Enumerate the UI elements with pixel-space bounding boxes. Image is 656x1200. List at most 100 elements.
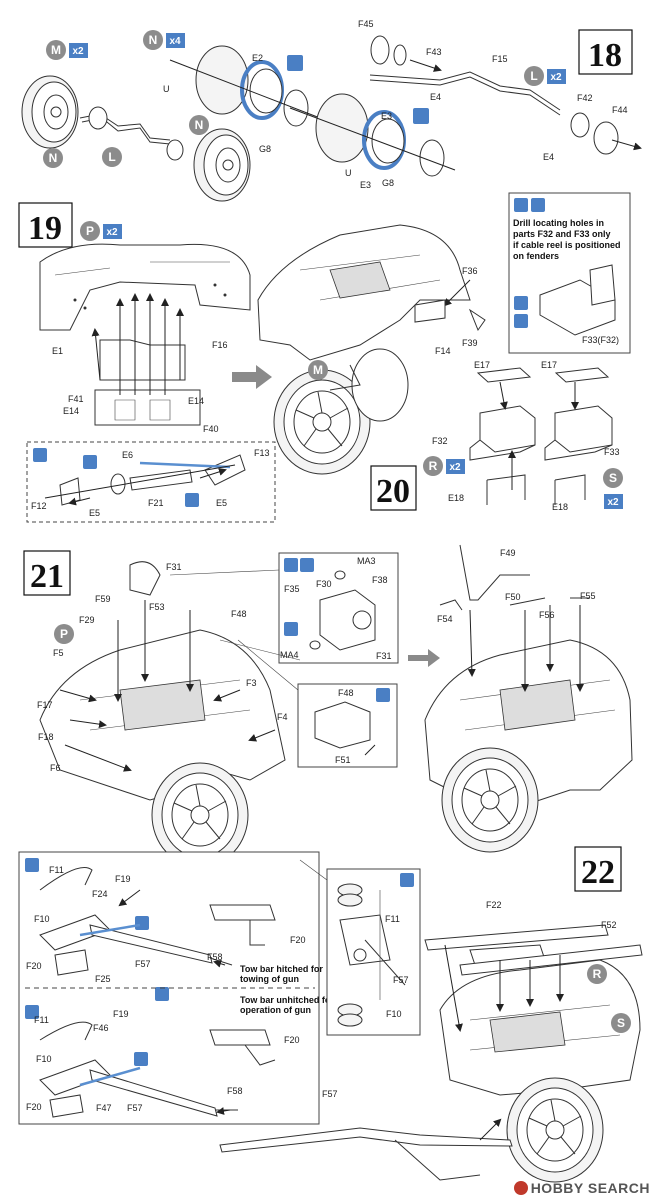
badge-n-left-letter: N: [49, 151, 58, 165]
label-f32: F32: [432, 436, 448, 446]
qty-x4-text: x4: [169, 36, 181, 47]
detail-box-f48: [297, 683, 398, 768]
label-f19: F19: [115, 874, 131, 884]
label-f42: F42: [577, 93, 593, 103]
label-f33: F33: [604, 447, 620, 457]
label-f17: F17: [37, 700, 53, 710]
label-e3: E3: [381, 111, 392, 121]
label-g8: G8: [382, 178, 394, 188]
badge-r-letter: R: [429, 459, 438, 473]
glue-icon: [134, 1052, 148, 1066]
step-19-number: 19: [28, 210, 62, 247]
step-18-box: [578, 29, 633, 75]
label-f20: F20: [290, 935, 306, 945]
drill-note-line4: on fenders: [513, 251, 559, 261]
label-f53: F53: [149, 602, 165, 612]
hobby-search-logo-icon: [513, 1181, 528, 1195]
label-f43: F43: [426, 47, 442, 57]
paint-drop-icon: [284, 622, 298, 636]
paint-brush-icon: [25, 1005, 39, 1019]
drill-icon: [514, 296, 528, 310]
label-f57: F57: [127, 1103, 143, 1113]
badge-p: [80, 221, 100, 241]
detail-box-f21: [26, 441, 276, 523]
label-f55: F55: [580, 591, 596, 601]
label-f4: F4: [277, 712, 288, 722]
label-f56: F56: [539, 610, 555, 620]
badge-r-step22-letter: R: [593, 967, 602, 981]
label-f35: F35: [284, 584, 300, 594]
carriage-exploded: [39, 561, 286, 868]
badge-l-right-letter: L: [530, 69, 537, 83]
step-20-box: [370, 465, 417, 511]
paint-drop-icon: [300, 558, 314, 572]
step-21-number: 21: [30, 558, 64, 595]
label-e14: E14: [188, 396, 204, 406]
drill-icon: [531, 198, 545, 212]
label-f41: F41: [68, 394, 84, 404]
label-u: U: [345, 168, 352, 178]
badge-m-letter: M: [51, 43, 61, 57]
label-f29: F29: [79, 615, 95, 625]
label-f5: F5: [53, 648, 64, 658]
label-ma3: MA3: [357, 556, 376, 566]
label-e14: E14: [63, 406, 79, 416]
label-f58: F58: [227, 1086, 243, 1096]
badge-n-top-letter: N: [149, 33, 158, 47]
badge-s-step22-letter: S: [617, 1016, 625, 1030]
paint-brush-icon: [284, 558, 298, 572]
step-21-box: [23, 550, 71, 596]
tow-unhitched-line1: Tow bar unhitched for: [240, 995, 334, 1005]
label-e18: E18: [448, 493, 464, 503]
label-f21: F21: [148, 498, 164, 508]
label-f10: F10: [386, 1009, 402, 1019]
label-e17: E17: [541, 360, 557, 370]
label-f57: F57: [135, 959, 151, 969]
label-f11: F11: [385, 914, 400, 924]
qty-x2-r: [446, 459, 465, 474]
tow-unhitched-line2: operation of gun: [240, 1005, 311, 1015]
paint-brush-icon: [514, 198, 528, 212]
label-e4: E4: [430, 92, 441, 102]
label-f20: F20: [284, 1035, 300, 1045]
glue-icon: [83, 455, 97, 469]
label-f45: F45: [358, 19, 374, 29]
paint-brush-icon: [33, 448, 47, 462]
label-f39: F39: [462, 338, 478, 348]
label-f15: F15: [492, 54, 508, 64]
label-f6: F6: [50, 763, 61, 773]
label-ma4: MA4: [280, 650, 299, 660]
detail-box-center: [326, 868, 421, 1036]
label-f44: F44: [612, 105, 628, 115]
label-f10: F10: [36, 1054, 52, 1064]
label-f24: F24: [92, 889, 108, 899]
paint-brush-icon: [25, 858, 39, 872]
label-f13: F13: [254, 448, 270, 458]
step-20: Drill locating holes in parts F32 and F3…: [370, 192, 631, 512]
label-f49: F49: [500, 548, 516, 558]
label-f3: F3: [246, 678, 257, 688]
label-f20: F20: [26, 961, 42, 971]
step-18: 18 M x2 N x4 N L N: [21, 19, 642, 202]
badge-p-step21-letter: P: [60, 627, 68, 641]
watermark-text: HOBBY SEARCH: [530, 1180, 650, 1196]
label-e3: E3: [360, 180, 371, 190]
carriage-assembled: [424, 544, 633, 853]
label-f59: F59: [95, 594, 111, 604]
drill-icon: [155, 987, 169, 1001]
label-g8: G8: [259, 144, 271, 154]
glue-icon: [287, 55, 303, 71]
drill-note-line2: parts F32 and F33 only: [513, 229, 611, 239]
label-f11: F11: [34, 1015, 49, 1025]
label-e5: E5: [216, 498, 227, 508]
drill-note-line3: if cable reel is positioned: [513, 240, 621, 250]
axle-left-assembly: [21, 75, 251, 202]
wheel-exploded-1: [169, 45, 321, 127]
paint-brush-icon: [400, 873, 414, 887]
badge-m: [46, 40, 66, 60]
label-f38: F38: [372, 575, 388, 585]
axle-right-assembly: [369, 35, 642, 155]
carriage-final: [219, 924, 643, 1183]
label-f18: F18: [38, 732, 54, 742]
label-u: U: [163, 84, 170, 94]
